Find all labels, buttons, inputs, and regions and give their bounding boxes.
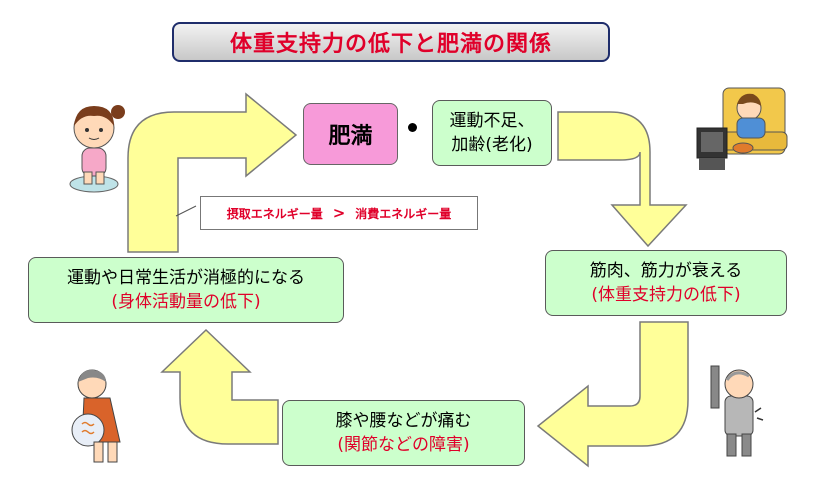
- exercise-box: 運動不足、 加齢(老化): [432, 100, 552, 166]
- arrow-to-joints: [536, 321, 689, 468]
- exercise-line1: 運動不足、: [449, 111, 535, 131]
- page-title: 体重支持力の低下と肥満の関係: [172, 22, 610, 62]
- passive-box: 運動や日常生活が消極的になる (身体活動量の低下): [28, 257, 344, 323]
- bullet-dot: [408, 123, 417, 132]
- elderly-man-back-pain-illustration: [710, 365, 764, 457]
- arrow-to-muscle: [557, 111, 688, 248]
- passive-line2: (身体活動量の低下): [111, 292, 261, 312]
- muscle-box: 筋肉、筋力が衰える (体重支持力の低下): [545, 250, 787, 316]
- arrow-to-passive: [160, 328, 279, 445]
- expenditure-label: 消費エネルギー量: [355, 206, 452, 221]
- man-watching-tv-illustration: [696, 87, 788, 170]
- elderly-woman-knee-pain-illustration: [71, 369, 121, 463]
- joints-box: 膝や腰などが痛む (関節などの障害): [282, 400, 525, 466]
- passive-line1: 運動や日常生活が消極的になる: [67, 268, 305, 288]
- muscle-line2: (体重支持力の低下): [591, 285, 741, 305]
- intake-label: 摂取エネルギー量: [226, 206, 323, 221]
- energy-balance-box: 摂取エネルギー量 > 消費エネルギー量: [200, 196, 478, 230]
- greater-than-symbol: >: [332, 204, 346, 222]
- arrow-to-obesity: [127, 92, 298, 253]
- joints-line1: 膝や腰などが痛む: [335, 411, 472, 431]
- obesity-box: 肥満: [303, 103, 398, 165]
- balance-pointer-line: [175, 205, 197, 217]
- exercise-line2: 加齢(老化): [451, 135, 533, 155]
- girl-on-scale-illustration: [69, 105, 125, 193]
- joints-line2: (関節などの障害): [337, 435, 470, 455]
- muscle-line1: 筋肉、筋力が衰える: [589, 261, 743, 281]
